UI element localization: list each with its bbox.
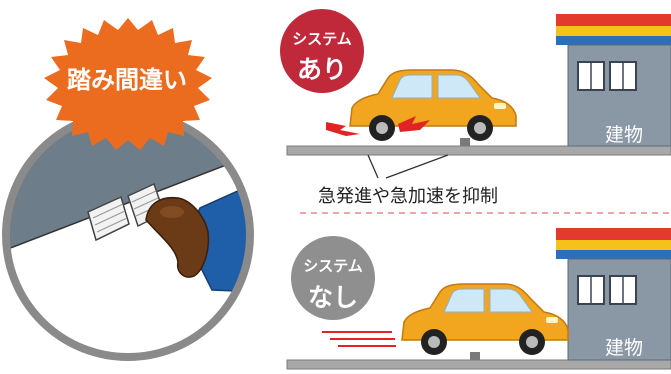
building-top-label: 建物 (604, 124, 643, 146)
road-top (286, 145, 671, 156)
car-top (349, 69, 517, 141)
mistake-label: 踏み間違い (67, 66, 187, 94)
mistake-burst (44, 18, 212, 150)
with-system-label-line1: システム (292, 30, 352, 48)
wheel-stop-bottom (470, 352, 480, 360)
top-scene (286, 14, 671, 156)
braking-sparks (326, 116, 430, 136)
speed-lines (322, 331, 396, 347)
bottom-scene (286, 228, 671, 370)
car-bottom (401, 283, 569, 355)
building-bottom-label: 建物 (604, 337, 643, 359)
suppression-caption: 急発進や急加速を抑制 (318, 186, 498, 207)
without-system-badge (291, 236, 375, 320)
building-top (556, 14, 671, 147)
building-bottom (556, 228, 671, 361)
wheel-stop-top (460, 138, 470, 146)
with-system-badge (280, 9, 364, 93)
without-system-label-line1: システム (303, 257, 363, 275)
without-system-label-line2: なし (307, 283, 358, 312)
shoe (145, 196, 210, 278)
with-system-label-line2: あり (296, 55, 347, 84)
caption-pointer (367, 154, 449, 179)
brake-pedal (87, 195, 130, 242)
road-bottom (286, 359, 671, 370)
pedal-closeup (2, 109, 254, 361)
